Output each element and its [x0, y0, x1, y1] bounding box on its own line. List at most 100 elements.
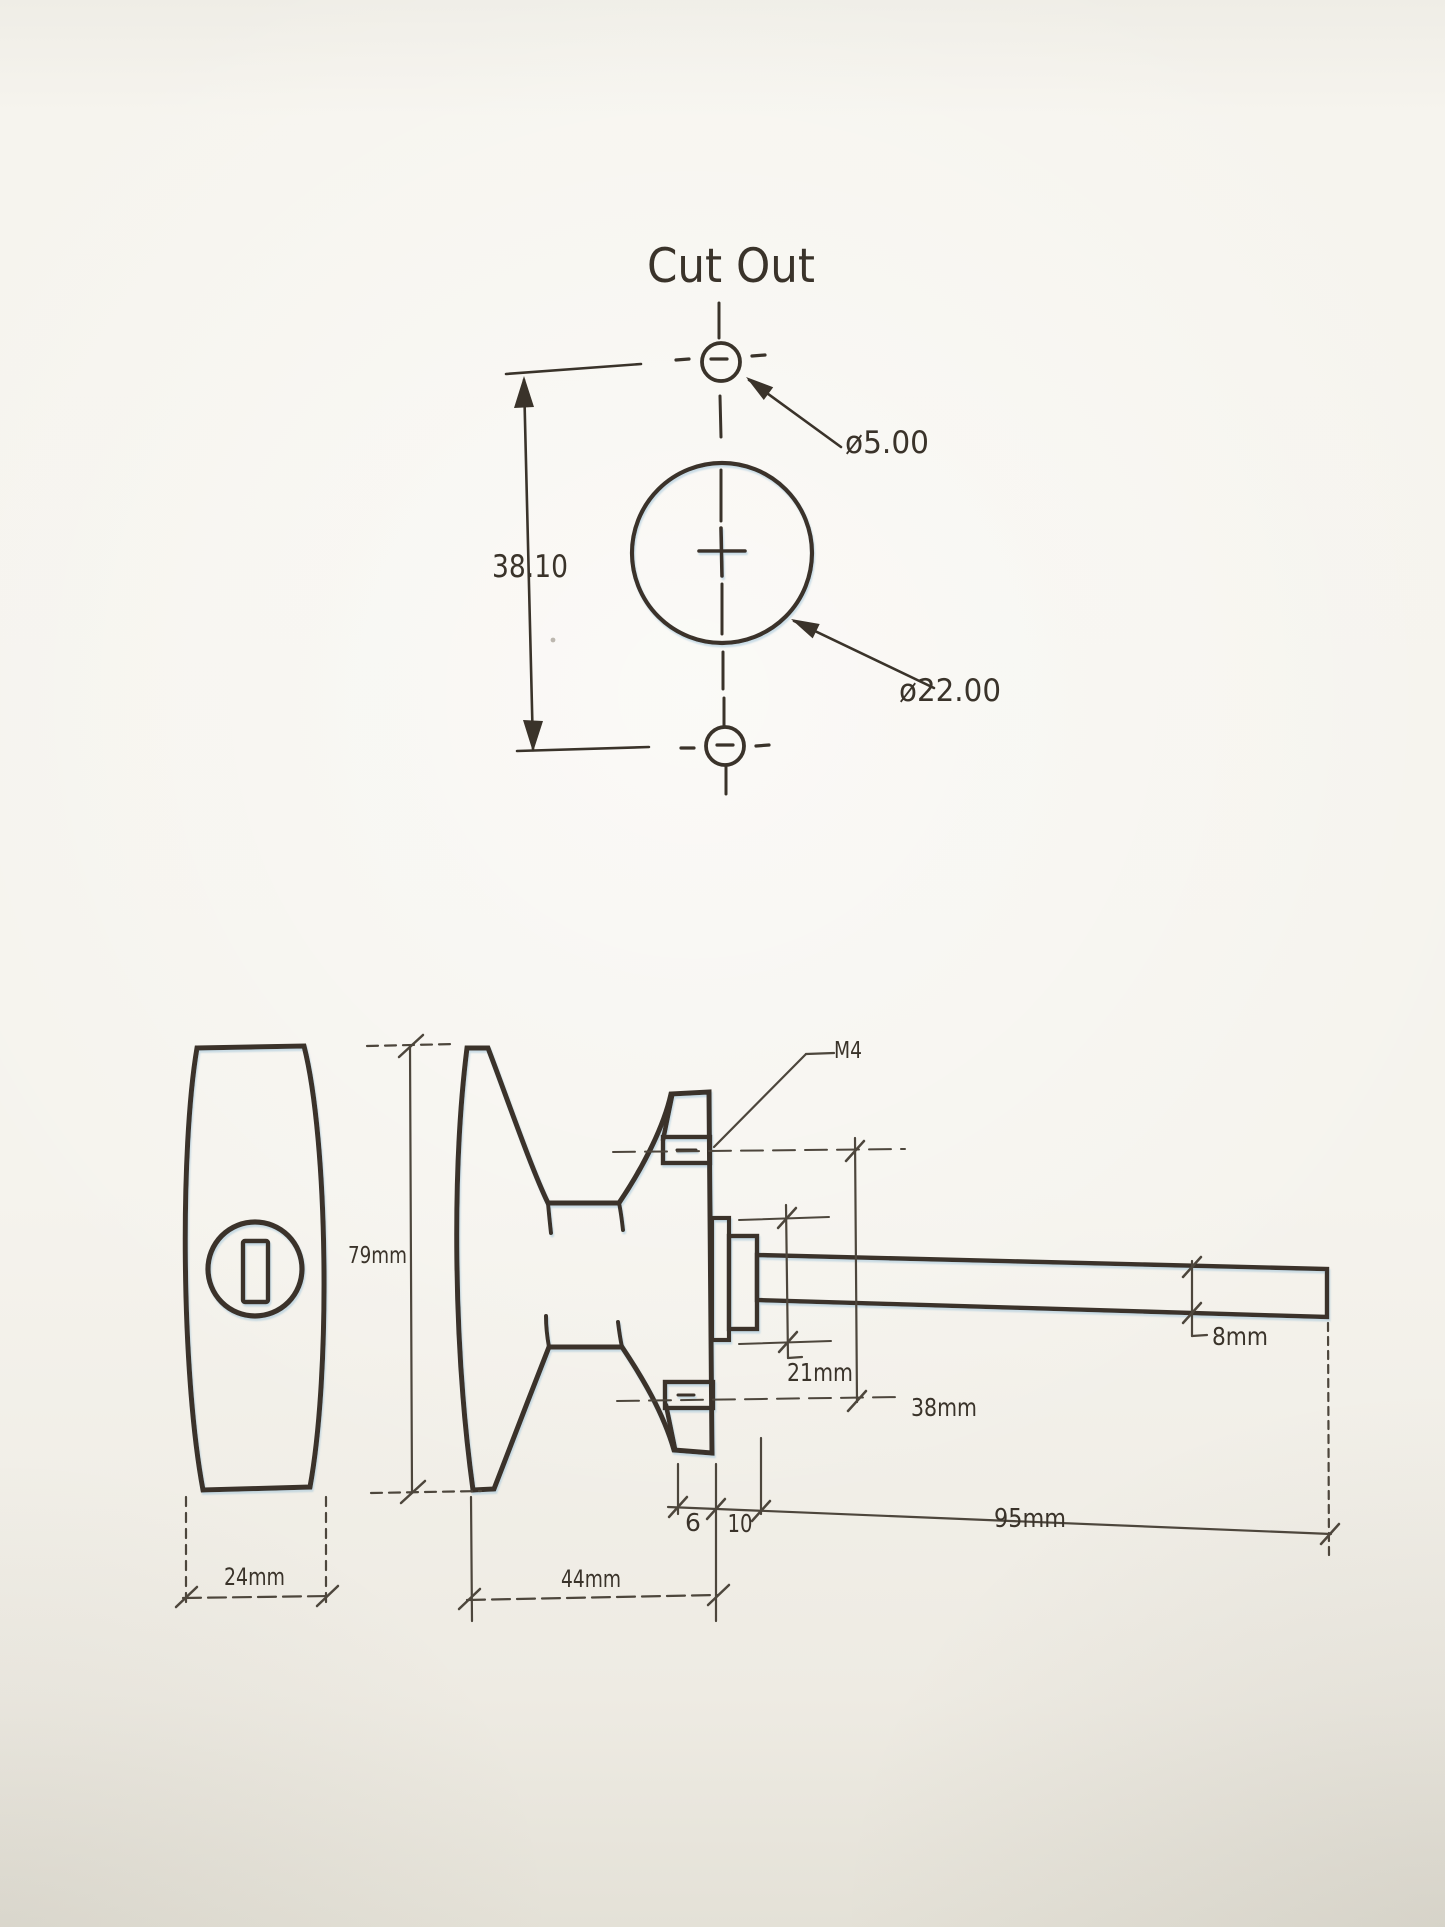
leader-line: [804, 1051, 836, 1056]
curve-overshoot: [617, 1201, 625, 1232]
tick: [399, 1479, 427, 1505]
large-hole-circle: [629, 460, 815, 646]
dimension-line: [784, 1203, 790, 1360]
top-screw-hole: [674, 341, 767, 383]
tick: [750, 1499, 772, 1523]
leader-foot: [786, 1355, 804, 1360]
tick: [315, 1584, 340, 1608]
neck-step: [709, 1215, 732, 1343]
leader-line: [792, 619, 936, 690]
side-centerline-dash: [674, 357, 691, 362]
dim-label-screw-spacing: 38mm: [911, 1393, 977, 1422]
side-centerline-dash: [754, 743, 771, 748]
callout-m4-thread: M4: [712, 1038, 862, 1149]
dim-boss-diameter: 21mm: [738, 1203, 853, 1387]
cutout-view: Cut Out: [492, 239, 1001, 796]
screw-hole-outline: [662, 1379, 716, 1411]
m4-screw-hole-bottom: [662, 1379, 716, 1411]
scan-speck: [550, 637, 556, 643]
curve-overshoot: [544, 1314, 551, 1349]
extension-line: [369, 1489, 483, 1495]
screw-hole-outline: [660, 1134, 713, 1166]
leader-foot: [1190, 1333, 1209, 1338]
dimension-line: [465, 1593, 719, 1602]
curve-overshoot: [546, 1201, 553, 1235]
side-centerline-dash: [750, 353, 767, 358]
handle-face-outline: [182, 1043, 327, 1493]
dim-baseline-6-10-95: 6 10 95mm: [666, 1321, 1341, 1623]
dim-handle-depth: 44mm: [457, 1495, 731, 1623]
dim-label-large-hole: ø22.00: [899, 673, 1001, 709]
tick: [844, 1139, 866, 1163]
small-hole-circle: [700, 341, 742, 383]
extension-line: [738, 1340, 832, 1345]
arrowhead-down: [523, 720, 543, 752]
dim-label-handle-width: 24mm: [224, 1563, 285, 1591]
dim-handle-width: 24mm: [174, 1495, 340, 1609]
dim-label-flange-step: 6: [685, 1508, 701, 1537]
dim-label-boss-diameter: 21mm: [787, 1358, 853, 1387]
extension-line: [738, 1216, 830, 1221]
tick: [776, 1206, 798, 1230]
tick: [1181, 1301, 1203, 1325]
dim-label-handle-height: 79mm: [348, 1243, 407, 1269]
leader-small-hole: ø5.00: [746, 377, 929, 461]
tick: [174, 1585, 199, 1609]
tick: [397, 1033, 425, 1059]
curve-overshoot: [616, 1320, 624, 1349]
handle-front-view: [182, 1043, 327, 1493]
dim-label-spindle-diameter: 8mm: [1212, 1322, 1268, 1351]
dimension-annotations: 79mm 24mm 44mm: [174, 1033, 1341, 1623]
dim-spindle-diameter: 8mm: [1181, 1255, 1268, 1351]
dimension-line: [181, 1594, 333, 1600]
flange-lug-chamfer-top: [660, 1093, 675, 1143]
tick: [846, 1389, 868, 1413]
dimension-line: [408, 1044, 414, 1494]
dimension-line: [522, 378, 535, 751]
tick: [1181, 1255, 1203, 1279]
dim-label-hole-spacing: 38.10: [492, 549, 568, 585]
spindle-shaft: [754, 1252, 1330, 1320]
tick: [667, 1495, 689, 1519]
centerline-segment: [718, 394, 723, 439]
spindle-boss: [726, 1233, 760, 1332]
extension-line: [616, 1396, 902, 1402]
cutout-title: Cut Out: [647, 239, 815, 294]
small-hole-circle: [704, 725, 746, 767]
dimension-line: [666, 1505, 1333, 1536]
lock-cylinder-face: [205, 1219, 305, 1319]
tick: [705, 1497, 727, 1521]
leader-line: [712, 1052, 808, 1149]
extension-line: [469, 1495, 474, 1623]
handle-profile-outline: [454, 1045, 715, 1493]
extension-line: [504, 362, 643, 376]
dim-label-thread: M4: [834, 1038, 862, 1064]
dimension-line: [853, 1136, 859, 1404]
arrowhead: [791, 619, 820, 639]
dim-hole-spacing: 38.10: [492, 362, 651, 753]
dim-label-small-hole: ø5.00: [845, 425, 929, 461]
keyhole-slot: [240, 1238, 271, 1305]
dim-screw-spacing: 38mm: [612, 1136, 977, 1422]
m4-screw-hole-top: [660, 1134, 713, 1166]
dim-label-flange-depth: 10: [728, 1509, 753, 1538]
arrowhead: [746, 377, 774, 400]
tick: [706, 1583, 731, 1607]
handle-side-view: [454, 1045, 1330, 1493]
extension-line: [1326, 1321, 1331, 1558]
tick: [1319, 1522, 1341, 1546]
extension-line: [515, 745, 651, 753]
bottom-screw-hole: [679, 725, 771, 767]
center-cross-vertical: [719, 526, 724, 578]
flange-lug-chamfer-bottom: [663, 1402, 678, 1452]
vertical-centerline: [717, 301, 728, 796]
dim-label-handle-depth: 44mm: [561, 1565, 621, 1593]
dim-handle-height: 79mm: [348, 1033, 483, 1505]
dim-label-spindle-length: 95mm: [994, 1504, 1066, 1534]
tick: [457, 1587, 482, 1611]
extension-line: [612, 1148, 906, 1153]
cylinder-hole: [629, 460, 815, 646]
tick: [777, 1330, 799, 1354]
